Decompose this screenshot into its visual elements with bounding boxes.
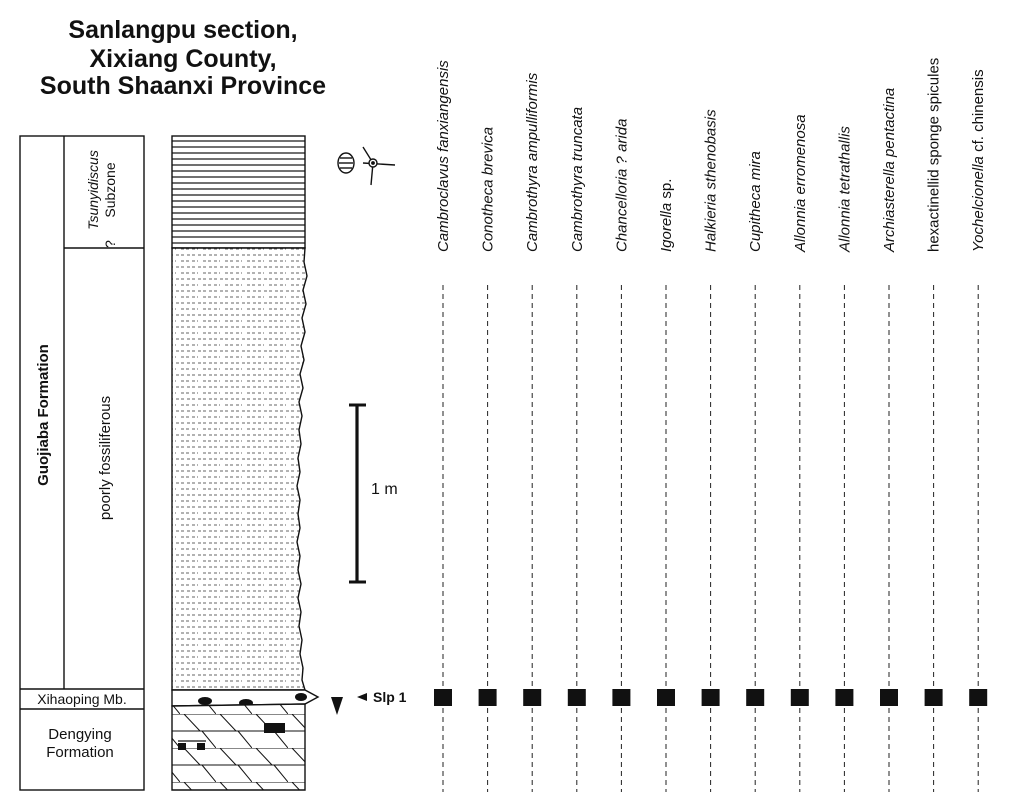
taxon-label: Cambroclavus fanxiangensis: [435, 60, 452, 252]
xihaoping-member-label: Xihaoping Mb.: [37, 691, 127, 707]
taxon-genus: Cambroclavus: [435, 156, 452, 252]
subzone-label: Subzone: [102, 162, 118, 217]
outer-formation-box: [19, 135, 145, 791]
taxon-genus: Igorella: [658, 203, 675, 252]
taxon-column: Allonnia erromenosa: [790, 114, 809, 792]
taxon-epithet: ? arida: [613, 119, 630, 169]
taxon-column: Cambrothyra truncata: [567, 107, 586, 792]
taxon-epithet: fanxiangensis: [435, 60, 452, 156]
sample-pointer-icon: [357, 693, 367, 701]
taxon-occurrence-marker: [567, 689, 586, 706]
taxon-genus: Cambrothyra: [569, 165, 586, 252]
taxon-epithet: mira: [747, 151, 764, 184]
scale-bar: [349, 403, 366, 584]
taxon-occurrence-marker: [701, 689, 720, 706]
shale-main-unit: [171, 247, 308, 691]
taxon-column: Cupitheca mira: [746, 151, 765, 792]
taxon-occurrence-marker: [434, 689, 452, 706]
taxon-epithet: ampulliformis: [524, 72, 541, 165]
taxon-column: Igorella sp.: [657, 179, 675, 792]
tsunyidiscus-name: Tsunyidiscus: [85, 150, 101, 230]
taxon-label: Conotheca brevica: [480, 127, 497, 252]
taxon-epithet: truncata: [569, 107, 586, 165]
spicule-icon: [362, 146, 396, 186]
taxon-epithet: pentactina: [881, 88, 898, 161]
taxon-label: Chancelloria ? arida: [613, 119, 630, 252]
taxon-column: Chancelloria ? arida: [612, 119, 631, 792]
taxon-occurrence-marker: [880, 689, 898, 706]
taxon-column: Archiasterella pentactina: [880, 88, 898, 792]
taxon-occurrence-marker: [478, 689, 497, 706]
taxon-epithet: sthenobasis: [703, 109, 720, 194]
taxon-label: hexactinellid sponge spicules: [926, 58, 943, 252]
taxon-column: Conotheca brevica: [478, 127, 497, 792]
sample-label: Slp 1: [373, 689, 407, 705]
scale-bar-label: 1 m: [371, 481, 398, 498]
taxon-label: Yochelcionella cf. chinensis: [970, 69, 987, 252]
taxon-label: Cambrothyra truncata: [569, 107, 586, 252]
taxon-label: Allonnia erromenosa: [792, 114, 809, 253]
chert-block-2: [178, 743, 186, 750]
taxon-epithet: sp.: [658, 179, 675, 203]
sample-arrow-icon: [331, 697, 343, 715]
taxon-column: Allonnia tetrathallis: [835, 126, 854, 792]
taxon-occurrence-marker: [969, 689, 988, 706]
taxon-occurrence-marker: [746, 689, 765, 706]
taxon-occurrence-marker: [924, 689, 943, 706]
taxon-epithet: cf. chinensis: [970, 69, 987, 156]
taxon-label: Allonnia tetrathallis: [836, 126, 853, 253]
shale-top-unit: [171, 135, 306, 249]
subzone-question-mark: ?: [102, 240, 118, 248]
taxon-column: Cambroclavus fanxiangensis: [434, 60, 452, 792]
taxon-genus: Chancelloria: [613, 169, 630, 252]
taxon-genus: Archiasterella: [881, 161, 898, 253]
taxon-label: Igorella sp.: [658, 179, 675, 252]
title-line-2: Xixiang County,: [89, 45, 276, 73]
chert-block-1: [264, 723, 285, 733]
taxon-epithet: tetrathallis: [836, 126, 853, 199]
poorly-fossiliferous-label: poorly fossiliferous: [97, 396, 114, 520]
taxon-genus: Conotheca: [480, 179, 497, 252]
stratigraphy-columns: [19, 135, 145, 791]
taxon-genus: Cupitheca: [747, 184, 764, 252]
taxon-genus: Allonnia: [792, 199, 809, 253]
chert-block-3: [197, 743, 205, 750]
taxon-epithet: sponge spicules: [926, 58, 943, 170]
nodule-3: [295, 693, 307, 701]
lithologic-column: [171, 135, 320, 791]
taxon-genus: Allonnia: [836, 199, 853, 253]
dengying-label-2: Formation: [46, 744, 114, 761]
taxon-column: hexactinellid sponge spicules: [924, 58, 943, 792]
taxon-occurrence-marker: [657, 689, 675, 706]
taxon-genus: Yochelcionella: [970, 156, 987, 252]
dolostone-unit: [171, 703, 306, 791]
nodule-1: [198, 697, 212, 705]
taxon-occurrence-marker: [523, 689, 542, 706]
taxon-genus: Cambrothyra: [524, 165, 541, 252]
taxon-epithet: erromenosa: [792, 114, 809, 198]
taxon-column: Halkieria sthenobasis: [701, 109, 720, 792]
sponge-icon: [337, 152, 355, 174]
taxon-label: Cupitheca mira: [747, 151, 764, 252]
title-line-3: South Shaanxi Province: [40, 72, 326, 100]
taxon-label: Cambrothyra ampulliformis: [524, 72, 541, 252]
fossil-symbols: [337, 146, 396, 186]
taxon-column: Yochelcionella cf. chinensis: [969, 69, 988, 792]
dengying-label-1: Dengying: [48, 726, 111, 743]
guojiaba-formation-label: Guojiaba Formation: [35, 344, 52, 486]
taxon-epithet: brevica: [480, 127, 497, 180]
taxon-genus: Halkieria: [703, 194, 720, 252]
taxon-genus: hexactinellid: [926, 169, 943, 252]
taxon-occurrence-marker: [790, 689, 809, 706]
taxon-occurrence-marker: [612, 689, 631, 706]
taxon-occurrence-marker: [835, 689, 854, 706]
taxon-label: Archiasterella pentactina: [881, 88, 898, 253]
title-line-1: Sanlangpu section,: [68, 16, 297, 44]
taxon-column: Cambrothyra ampulliformis: [523, 72, 542, 792]
taxon-label: Halkieria sthenobasis: [703, 109, 720, 252]
tsunyidiscus-label: Tsunyidiscus: [85, 150, 101, 230]
